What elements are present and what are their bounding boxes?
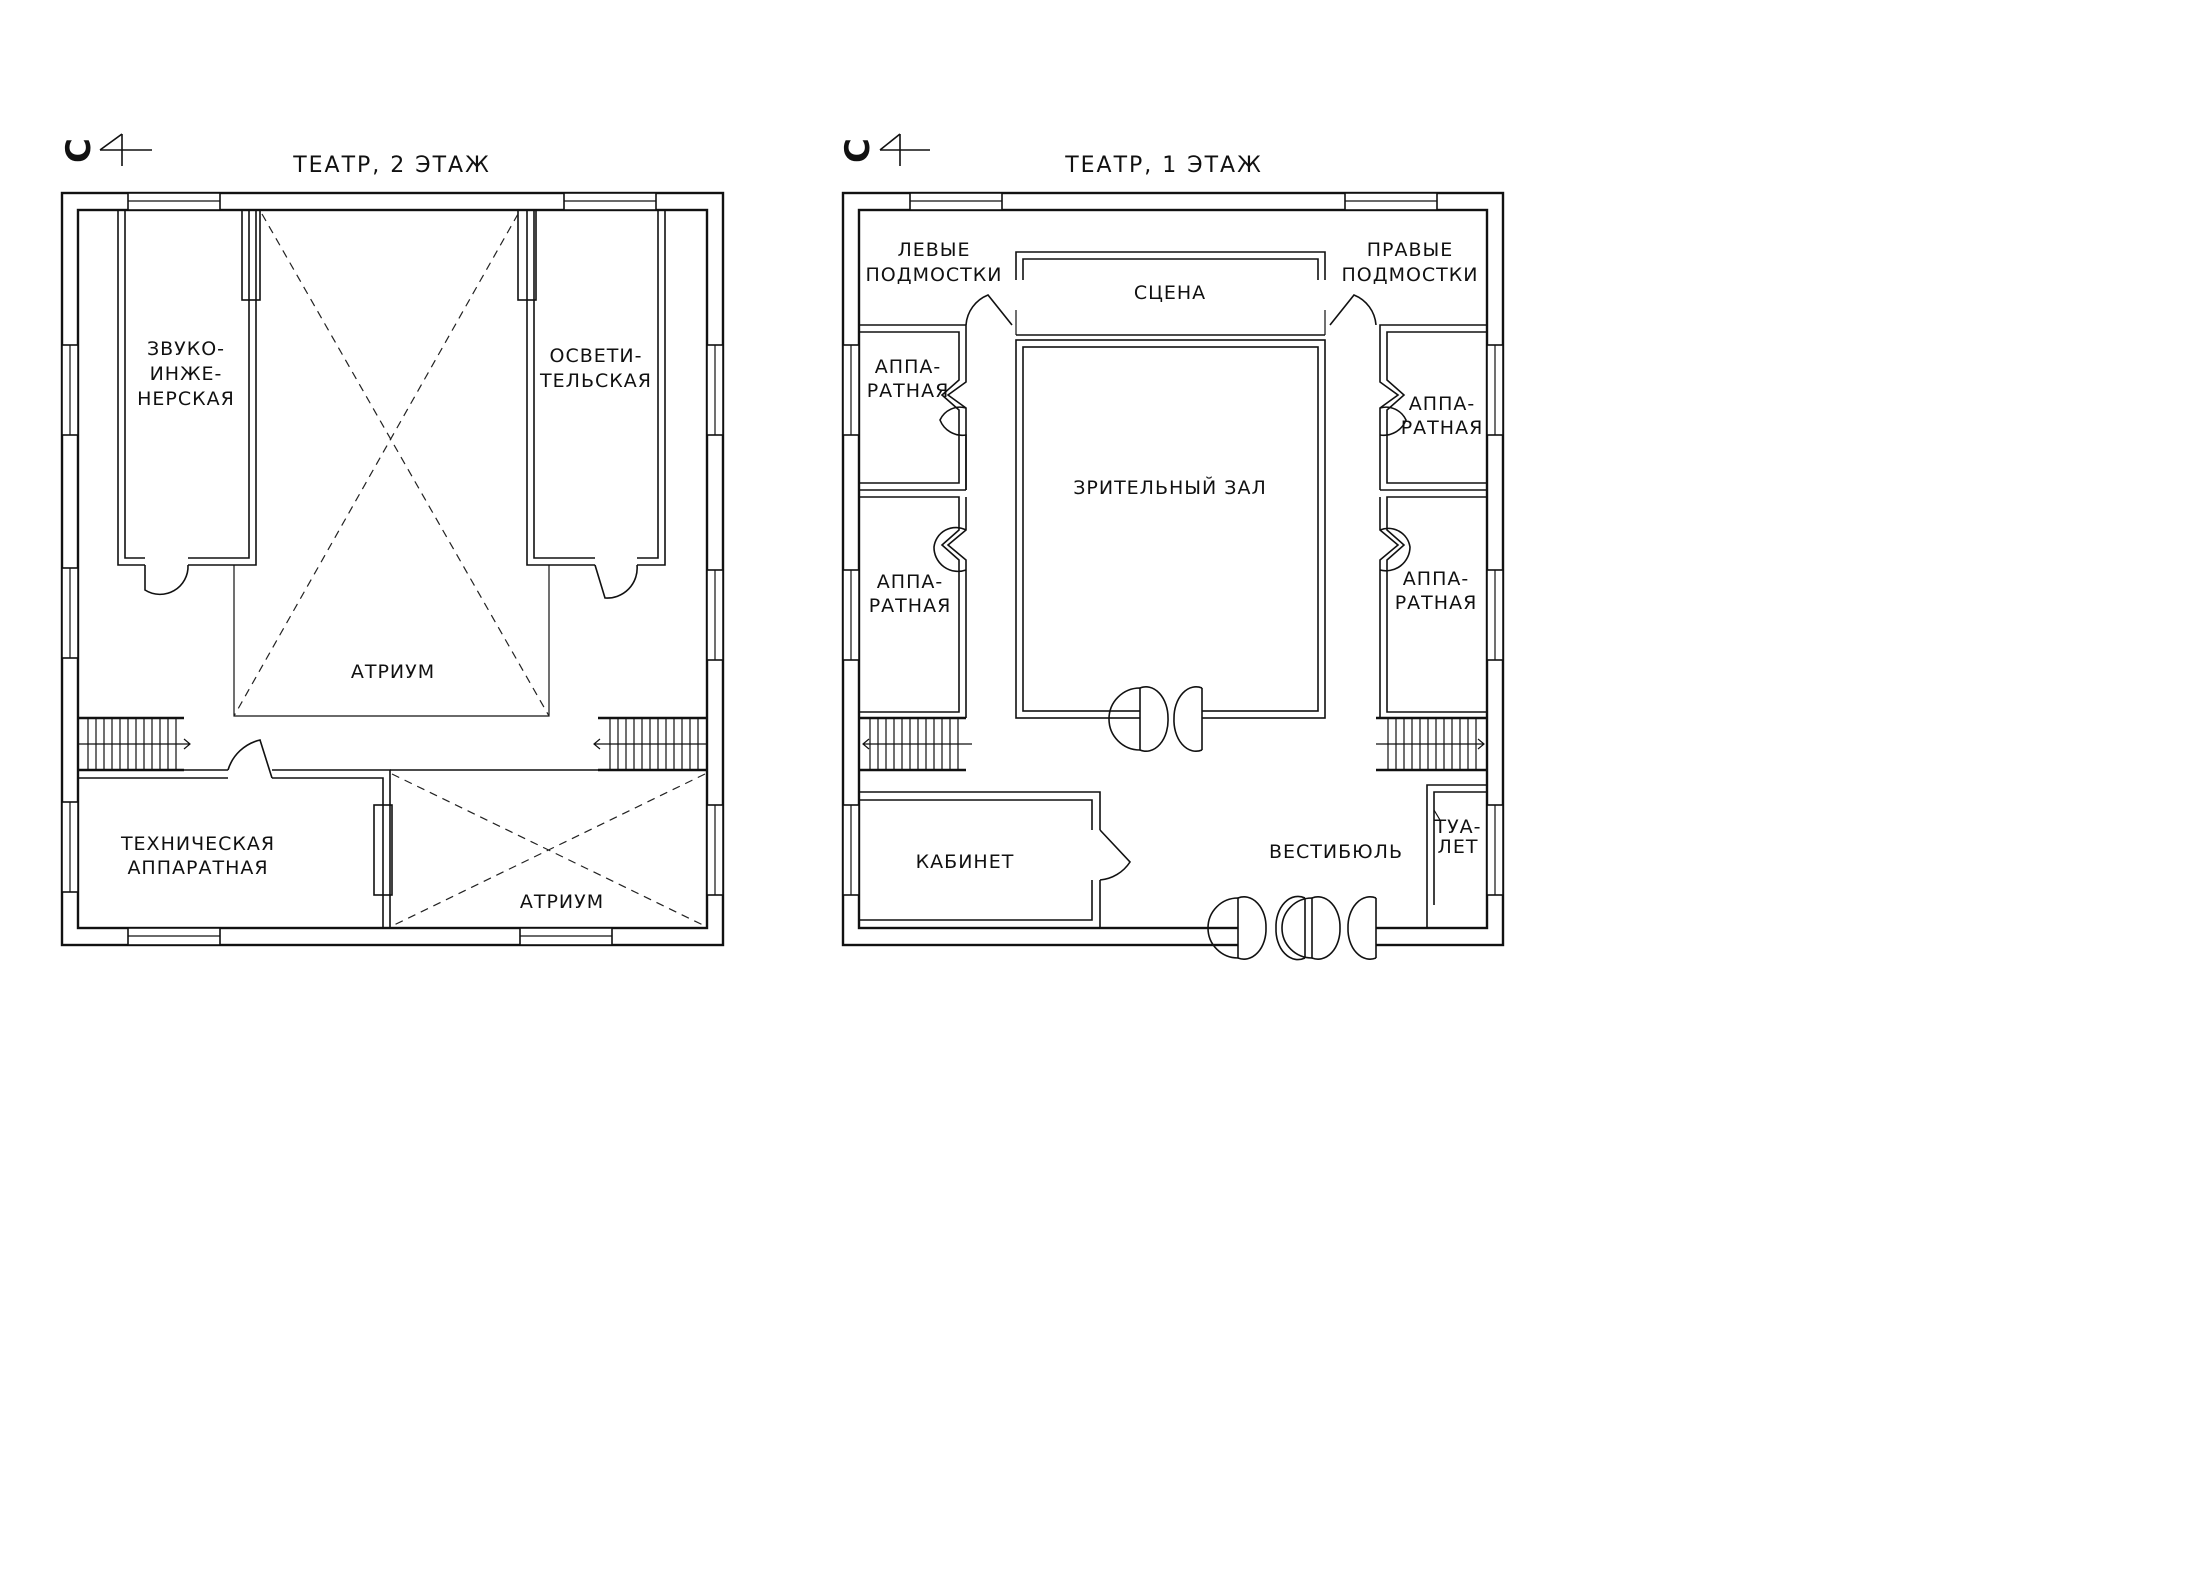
floor1-wing-doors xyxy=(965,294,1377,326)
floor2-label-sound-1: ЗВУКО- xyxy=(147,338,225,360)
floor1-room-labels: ЛЕВЫЕ ПОДМОСТКИ ПРАВЫЕ ПОДМОСТКИ СЦЕНА А… xyxy=(865,239,1484,873)
floor1-label-left-wings-1: ЛЕВЫЕ xyxy=(897,239,970,261)
floor1-label-control-tr-1: АППА- xyxy=(1409,393,1475,415)
floor2-title: ТЕАТР, 2 ЭТАЖ xyxy=(292,153,491,178)
floor1-title: ТЕАТР, 1 ЭТАЖ xyxy=(1064,153,1263,178)
floor1-label-control-tl-1: АППА- xyxy=(875,356,941,378)
floor2-technical-room xyxy=(78,739,393,928)
floor1-stairs-right xyxy=(1376,716,1487,772)
floor2-label-sound-2: ИНЖЕ- xyxy=(150,363,223,385)
floor1-label-left-wings-2: ПОДМОСТКИ xyxy=(865,264,1002,286)
floor1-left-control-rooms xyxy=(859,324,967,718)
floor1-outer-walls xyxy=(841,191,1505,947)
floor1-label-stage: СЦЕНА xyxy=(1134,282,1206,304)
floor1-label-auditorium: ЗРИТЕЛЬНЫЙ ЗАЛ xyxy=(1073,476,1267,499)
floor1-north-letter: С xyxy=(838,137,878,163)
floor1-label-right-wings-2: ПОДМОСТКИ xyxy=(1341,264,1478,286)
floor1-toilet xyxy=(1426,784,1487,928)
floor2-stairs-right xyxy=(593,716,707,772)
floor1-label-toilet-1: ТУА- xyxy=(1433,816,1481,838)
floor1-label-toilet-2: ЛЕТ xyxy=(1438,836,1479,858)
floor2-lighting-room xyxy=(517,209,666,599)
floor1-stage xyxy=(1015,251,1326,336)
floor1-label-lobby: ВЕСТИБЮЛЬ xyxy=(1269,841,1403,863)
floor2-stairs-left xyxy=(78,716,191,772)
floor2-label-lighting-2: ТЕЛЬСКАЯ xyxy=(539,370,652,392)
floor2-label-technical-2: АППАРАТНАЯ xyxy=(127,857,268,879)
floor1-label-right-wings-1: ПРАВЫЕ xyxy=(1367,239,1454,261)
floor1-windows xyxy=(842,192,1504,896)
floor1-stairs-left xyxy=(859,716,972,772)
floor2-label-sound-3: НЕРСКАЯ xyxy=(137,388,235,410)
floor2-small-atrium xyxy=(390,769,707,927)
floor2-sound-room xyxy=(117,209,261,596)
floor2-main-atrium xyxy=(233,213,550,717)
floor1-label-control-br-2: РАТНАЯ xyxy=(1395,592,1478,614)
floor1-plan: С ТЕАТР, 1 ЭТАЖ xyxy=(838,133,1505,961)
floor2-north-arrow: С xyxy=(59,133,152,166)
floor2-windows xyxy=(61,192,724,946)
floor1-label-control-br-1: АППА- xyxy=(1403,568,1469,590)
floor1-label-control-tr-2: РАТНАЯ xyxy=(1401,417,1484,439)
floor1-north-arrow: С xyxy=(838,133,930,166)
floor1-office xyxy=(859,791,1132,928)
floor2-label-atrium-small: АТРИУМ xyxy=(520,891,604,913)
floor1-right-control-rooms xyxy=(1379,324,1487,718)
floor1-entrance-doors xyxy=(1207,895,1377,961)
floor1-label-control-bl-2: РАТНАЯ xyxy=(869,595,952,617)
floor1-label-office: КАБИНЕТ xyxy=(916,851,1015,873)
floor2-room-labels: ЗВУКО- ИНЖЕ- НЕРСКАЯ ОСВЕТИ- ТЕЛЬСКАЯ АТ… xyxy=(120,338,652,913)
floor-plans-drawing: С ТЕАТР, 2 ЭТАЖ xyxy=(59,133,1505,961)
floor1-label-control-bl-1: АППА- xyxy=(877,571,943,593)
floor1-auditorium xyxy=(1015,339,1326,752)
floor1-label-control-tl-2: РАТНАЯ xyxy=(867,380,950,402)
floor2-label-technical-1: ТЕХНИЧЕСКАЯ xyxy=(120,833,275,855)
floor2-north-letter: С xyxy=(59,137,99,163)
floor2-plan: С ТЕАТР, 2 ЭТАЖ xyxy=(59,133,725,947)
floor2-label-lighting-1: ОСВЕТИ- xyxy=(550,345,643,367)
floor2-label-atrium-main: АТРИУМ xyxy=(351,661,435,683)
